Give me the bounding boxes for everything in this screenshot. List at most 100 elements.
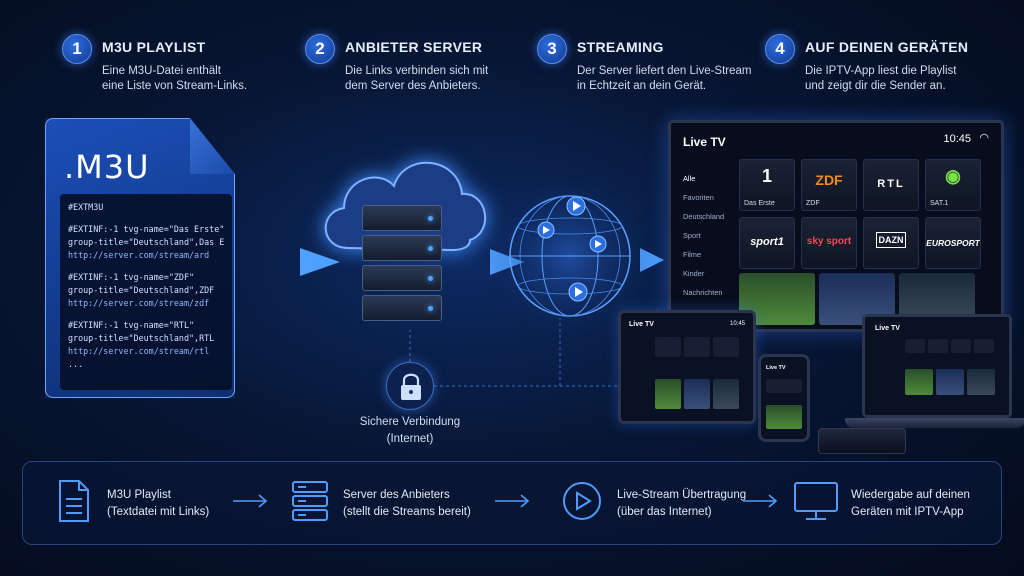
arrow-right-icon bbox=[495, 494, 530, 508]
channel-tile-das-erste[interactable]: 1 Das Erste bbox=[739, 159, 795, 211]
laptop-thumbnail[interactable] bbox=[936, 369, 964, 395]
channel-name: SAT.1 bbox=[930, 200, 949, 207]
laptop-channel-grid bbox=[905, 339, 994, 353]
flow-item-text: Wiedergabe auf deinen Geräten mit IPTV-A… bbox=[851, 487, 970, 521]
flow-item-text: Live-Stream Übertragung (über das Intern… bbox=[617, 487, 746, 521]
step-number: 2 bbox=[305, 34, 335, 64]
tv-nav-item[interactable]: Filme bbox=[683, 250, 702, 259]
channel-tile-sat1[interactable]: ◉ SAT.1 bbox=[925, 159, 981, 211]
document-icon bbox=[59, 480, 89, 522]
tv-nav-item[interactable]: Favoriten bbox=[683, 193, 714, 202]
tablet-title: Live TV bbox=[629, 321, 654, 328]
channel-grid: 1 Das Erste ZDF ZDF RTL ◉ SAT.1 sport1 s… bbox=[739, 159, 981, 269]
laptop-channel-tile[interactable] bbox=[951, 339, 971, 353]
secure-connection-label: Sichere Verbindung (Internet) bbox=[350, 414, 470, 448]
step-description: Die IPTV-App liest die Playlist und zeig… bbox=[805, 64, 1005, 94]
channel-tile-eurosport[interactable]: EUROSPORT bbox=[925, 217, 981, 269]
phone-thumbnail[interactable] bbox=[766, 405, 802, 429]
tablet-channel-tile[interactable] bbox=[713, 337, 739, 357]
flow-item-text: M3U Playlist (Textdatei mit Links) bbox=[107, 487, 209, 521]
channel-tile-rtl[interactable]: RTL bbox=[863, 159, 919, 211]
channel-tile-dazn[interactable]: DAZN bbox=[863, 217, 919, 269]
code-line: group-title="Deutschland",RTL bbox=[68, 333, 215, 343]
summary-flow: M3U Playlist (Textdatei mit Links) Serve… bbox=[22, 461, 1002, 545]
flow-item-text: Server des Anbieters (stellt die Streams… bbox=[343, 487, 471, 521]
channel-logo: EUROSPORT bbox=[926, 238, 980, 248]
step-number: 3 bbox=[537, 34, 567, 64]
tablet-channel-tile[interactable] bbox=[655, 337, 681, 357]
laptop-thumbnail[interactable] bbox=[967, 369, 995, 395]
step-description-line: dem Server des Anbieters. bbox=[345, 80, 481, 92]
flow-item-line: Live-Stream Übertragung bbox=[617, 489, 747, 501]
wifi-icon: ◠ bbox=[979, 132, 989, 144]
tv-nav-item[interactable]: Deutschland bbox=[683, 212, 725, 221]
sat1-logo-icon: ◉ bbox=[945, 166, 961, 186]
tv-nav-item[interactable]: Nachrichten bbox=[683, 288, 723, 297]
code-line: #EXTINF:-1 tvg-name="ZDF" bbox=[68, 272, 195, 282]
step-title: M3U PLAYLIST bbox=[102, 39, 206, 55]
step-title: AUF DEINEN GERÄTEN bbox=[805, 39, 969, 55]
tv-nav-item[interactable]: Sport bbox=[683, 231, 701, 240]
flow-item-line: Wiedergabe auf deinen bbox=[851, 489, 970, 501]
step-description-line: Die Links verbinden sich mit bbox=[345, 65, 489, 77]
play-icon bbox=[563, 482, 601, 520]
phone-title: Live TV bbox=[766, 365, 786, 371]
globe-icon bbox=[478, 164, 662, 348]
laptop-channel-tile[interactable] bbox=[974, 339, 994, 353]
channel-logo: sky sport bbox=[806, 236, 852, 247]
code-line: group-title="Deutschland",Das Erste bbox=[68, 237, 224, 247]
tv-nav-item[interactable]: Alle bbox=[683, 174, 696, 183]
server-icon bbox=[362, 205, 442, 325]
tablet-thumbnail[interactable] bbox=[655, 379, 681, 409]
server-icon bbox=[292, 481, 328, 521]
code-line: http://server.com/stream/ard bbox=[68, 250, 210, 260]
flow-item-line: Geräten mit IPTV-App bbox=[851, 506, 964, 518]
lock-badge bbox=[386, 362, 434, 410]
step-description-line: Der Server liefert den Live-Stream bbox=[577, 65, 752, 77]
code-line: #EXTINF:-1 tvg-name="Das Erste" bbox=[68, 224, 224, 234]
tablet-channel-tile[interactable] bbox=[684, 337, 710, 357]
step-description-line: in Echtzeit an dein Gerät. bbox=[577, 80, 707, 92]
tablet-device: Live TV 10:45 bbox=[618, 310, 756, 424]
tablet-channel-grid bbox=[655, 337, 739, 357]
secure-connection-line: (Internet) bbox=[386, 433, 434, 445]
laptop-thumbnail[interactable] bbox=[905, 369, 933, 395]
step-description: Die Links verbinden sich mit dem Server … bbox=[345, 64, 545, 94]
tv-title: Live TV bbox=[683, 135, 726, 149]
code-line: #EXTINF:-1 tvg-name="RTL" bbox=[68, 320, 195, 330]
monitor-icon bbox=[794, 482, 838, 520]
step-title: ANBIETER SERVER bbox=[345, 39, 483, 55]
flow-item-line: (Textdatei mit Links) bbox=[107, 506, 210, 518]
step-title: STREAMING bbox=[577, 39, 664, 55]
laptop-base bbox=[845, 418, 1024, 428]
laptop-channel-tile[interactable] bbox=[928, 339, 948, 353]
flow-item-line: (über das Internet) bbox=[617, 506, 712, 518]
arrow-right-icon bbox=[233, 494, 268, 508]
flow-item-line: Server des Anbieters bbox=[343, 489, 450, 501]
tv-nav-item[interactable]: Kinder bbox=[683, 269, 705, 278]
channel-logo: 1 bbox=[761, 166, 772, 186]
tv-clock: 10:45 bbox=[943, 133, 971, 145]
channel-tile-sport1[interactable]: sport1 bbox=[739, 217, 795, 269]
tablet-thumbnail[interactable] bbox=[684, 379, 710, 409]
tablet-thumbnail[interactable] bbox=[713, 379, 739, 409]
step-description-line: Eine M3U-Datei enthält bbox=[102, 65, 221, 77]
code-line: ... bbox=[68, 359, 84, 369]
phone-device: Live TV bbox=[758, 354, 810, 442]
channel-tile-zdf[interactable]: ZDF ZDF bbox=[801, 159, 857, 211]
step-description-line: Die IPTV-App liest die Playlist bbox=[805, 65, 957, 77]
tablet-clock: 10:45 bbox=[729, 321, 745, 327]
step-description: Der Server liefert den Live-Stream in Ec… bbox=[577, 64, 777, 94]
channel-logo: RTL bbox=[877, 178, 905, 190]
phone-channel-tile[interactable] bbox=[766, 379, 802, 393]
m3u-code-block: #EXTM3U #EXTINF:-1 tvg-name="Das Erste" … bbox=[60, 194, 232, 390]
lock-icon bbox=[401, 373, 421, 400]
laptop-title: Live TV bbox=[875, 325, 900, 332]
code-line: #EXTM3U bbox=[68, 202, 104, 212]
channel-logo: sport1 bbox=[750, 236, 784, 248]
channel-tile-sky-sport[interactable]: sky sport bbox=[801, 217, 857, 269]
laptop-channel-tile[interactable] bbox=[905, 339, 925, 353]
flow-item-line: M3U Playlist bbox=[107, 489, 171, 501]
secure-connection-line: Sichere Verbindung bbox=[359, 416, 461, 428]
arrow-right-icon bbox=[743, 494, 778, 508]
